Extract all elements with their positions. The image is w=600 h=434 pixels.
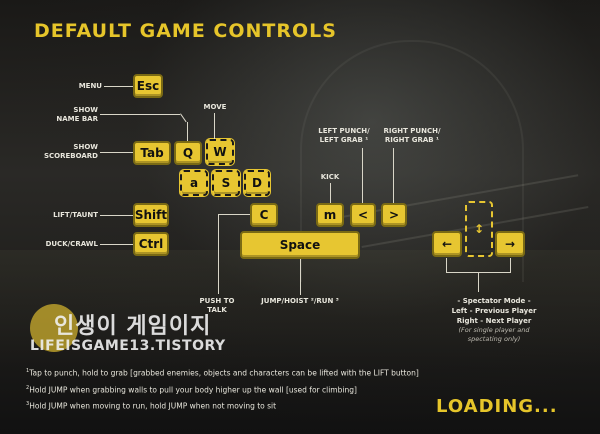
watermark-korean: 인생이 게임이지 xyxy=(54,314,212,339)
key-a: a xyxy=(179,169,209,197)
connector-name-bar xyxy=(100,114,180,115)
label-left-punch: Left Punch/ Left Grab ¹ xyxy=(318,127,370,144)
label-lift-taunt: Lift/Taunt xyxy=(53,211,98,219)
label-right-punch: Right Punch/ Right Grab ¹ xyxy=(383,127,441,144)
key-less-than: < xyxy=(350,203,376,227)
connector-duck xyxy=(100,244,133,245)
key-ctrl: Ctrl xyxy=(133,232,169,256)
key-space: Space xyxy=(240,231,360,259)
key-w: W xyxy=(205,138,235,166)
spectator-note: (For single player and spectating only) xyxy=(458,326,530,343)
key-greater-than: > xyxy=(381,203,407,227)
footnote-2: 2Hold JUMP when grabbing walls to pull y… xyxy=(26,384,357,395)
connector-spec-down xyxy=(478,272,479,292)
key-shift: Shift xyxy=(133,203,169,227)
connector-spec-left xyxy=(446,258,447,272)
connector-talk-h xyxy=(218,214,250,215)
background-arch xyxy=(300,40,524,282)
connector-spec-right xyxy=(510,258,511,272)
key-esc: Esc xyxy=(133,74,163,98)
watermark-logo xyxy=(30,304,78,352)
label-jump: Jump/Hoist ²/Run ³ xyxy=(261,297,339,305)
key-q: Q xyxy=(174,141,202,165)
loading-indicator: Loading... xyxy=(436,396,558,417)
connector-right-punch xyxy=(393,148,394,203)
footnote-1: 1Tap to punch, hold to grab [grabbed ene… xyxy=(26,368,419,378)
connector-name-bar-down xyxy=(187,122,188,141)
connector-move xyxy=(214,113,215,139)
label-show-name-bar: Show Name Bar xyxy=(56,106,98,123)
page-title: Default Game Controls xyxy=(34,20,337,42)
up-down-arrow-key: ↕ xyxy=(465,201,493,257)
connector-jump xyxy=(300,259,301,295)
connector-menu xyxy=(104,86,133,87)
key-d: D xyxy=(243,169,271,197)
label-move: Move xyxy=(203,103,227,111)
label-kick: Kick xyxy=(320,173,340,181)
connector-lift xyxy=(100,215,133,216)
right-arrow-key: → xyxy=(495,231,525,257)
footnote-3: 3Hold JUMP when moving to run, hold JUMP… xyxy=(26,401,277,411)
key-c: C xyxy=(250,203,278,227)
spectator-title: - Spectator Mode - xyxy=(457,297,531,305)
footnotes: 1Tap to punch, hold to grab [grabbed ene… xyxy=(26,364,419,414)
key-m: m xyxy=(316,203,344,227)
label-push-to-talk: Push to Talk xyxy=(199,297,235,314)
label-duck-crawl: Duck/Crawl xyxy=(45,240,98,248)
label-menu: Menu xyxy=(78,82,102,90)
spectator-mode-info: - Spectator Mode - Left - Previous Playe… xyxy=(424,296,564,344)
connector-left-punch xyxy=(362,148,363,203)
watermark-url: LIFEISGAME13.TISTORY xyxy=(30,338,226,354)
key-tab: Tab xyxy=(133,141,171,165)
spectator-left: Left - Previous Player xyxy=(451,307,537,315)
connector-kick xyxy=(330,183,331,203)
connector-talk-v xyxy=(218,214,219,294)
spectator-right: Right - Next Player xyxy=(456,317,532,325)
label-show-scoreboard: Show Scoreboard xyxy=(43,143,98,160)
key-s: S xyxy=(211,169,241,197)
connector-scoreboard xyxy=(100,152,133,153)
left-arrow-key: ← xyxy=(432,231,462,257)
